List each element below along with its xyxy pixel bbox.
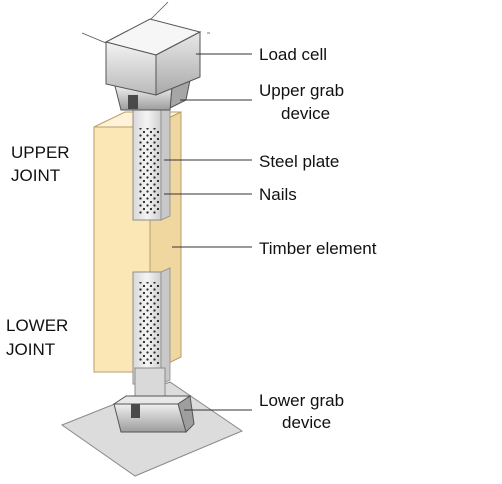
label-nails: Nails: [259, 185, 297, 204]
label-upper-grab-line1: Upper grab: [259, 81, 344, 100]
label-lower-grab-line2: device: [282, 413, 331, 432]
label-lower-joint-line2: JOINT: [6, 340, 55, 359]
label-upper-joint-line1: UPPER: [11, 143, 70, 162]
leader-lines: [164, 53, 252, 411]
label-lower-joint-line1: LOWER: [6, 316, 68, 335]
label-upper-grab-line2: device: [281, 104, 330, 123]
label-upper-joint-line2: JOINT: [11, 166, 60, 185]
label-lower-grab-line1: Lower grab: [259, 391, 344, 410]
label-load-cell: Load cell: [259, 45, 327, 64]
label-steel-plate: Steel plate: [259, 152, 339, 171]
lower-grab-device: [112, 395, 195, 433]
upper-nail-pattern: [138, 128, 160, 214]
label-timber-element: Timber element: [259, 239, 377, 258]
lower-nail-pattern: [138, 282, 160, 364]
load-cell: [81, 1, 210, 96]
